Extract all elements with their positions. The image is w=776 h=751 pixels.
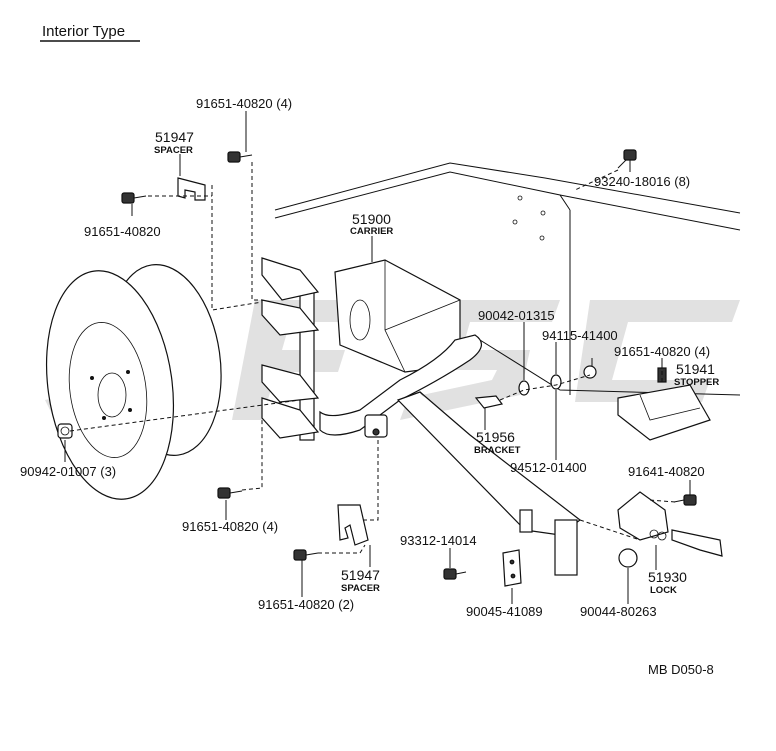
label-bracket: BRACKET — [474, 445, 521, 456]
page-title: Interior Type — [42, 23, 125, 40]
lug-nut — [57, 423, 73, 439]
label-90042-01315: 90042-01315 — [478, 308, 555, 323]
label-carrier: CARRIER — [350, 226, 393, 237]
lock-51930 — [617, 491, 723, 557]
label-90044-80263: 90044-80263 — [580, 604, 657, 619]
label-91651-40820-4-right: 91651-40820 (4) — [614, 344, 710, 359]
label-51947-top: 51947 — [155, 129, 194, 145]
bolt-bottom-left — [217, 487, 243, 499]
label-51941: 51941 — [676, 361, 715, 377]
label-51900: 51900 — [352, 211, 391, 227]
label-spacer-top: SPACER — [154, 145, 193, 156]
diagram-code: MB D050-8 — [648, 662, 714, 677]
label-51930: 51930 — [648, 569, 687, 585]
spacer-top — [177, 177, 206, 201]
clip-94115 — [583, 365, 597, 379]
label-93240-18016-8: 93240-18016 (8) — [594, 174, 690, 189]
nut-94512 — [550, 374, 562, 390]
bolt-91651-2 — [293, 549, 319, 561]
carrier-assembly — [261, 257, 581, 576]
label-93312-14014: 93312-14014 — [400, 533, 477, 548]
part-labels: 91651-40820 (4) 51947 SPACER 91651-40820… — [20, 96, 719, 619]
label-91651-40820-2: 91651-40820 (2) — [258, 597, 354, 612]
bolt-93312 — [443, 568, 467, 580]
label-spacer-bottom: SPACER — [341, 583, 380, 594]
knob-90044 — [618, 548, 638, 568]
label-51947-bottom: 51947 — [341, 567, 380, 583]
label-91651-40820-left: 91651-40820 — [84, 224, 161, 239]
label-90942-01007-3: 90942-01007 (3) — [20, 464, 116, 479]
bracket-51956 — [474, 395, 504, 409]
plate-90045 — [502, 549, 522, 587]
bolt-93240 — [617, 149, 637, 169]
label-91641-40820: 91641-40820 — [628, 464, 705, 479]
label-94115-41400: 94115-41400 — [542, 328, 618, 343]
label-94512-01400: 94512-01400 — [510, 460, 587, 475]
label-51956: 51956 — [476, 429, 515, 445]
spare-tire — [45, 264, 222, 500]
label-90045-41089: 90045-41089 — [466, 604, 543, 619]
assembly-lines — [69, 162, 676, 554]
label-lock: LOCK — [650, 585, 677, 596]
label-91651-40820-4-bottom: 91651-40820 (4) — [182, 519, 278, 534]
washer-90042 — [518, 380, 530, 396]
label-stopper: STOPPER — [674, 377, 719, 388]
leader-lines — [64, 111, 691, 604]
spacer-bottom — [337, 504, 369, 546]
bolt-top — [227, 151, 253, 163]
label-91651-40820-4-top: 91651-40820 (4) — [196, 96, 292, 111]
bolt-91641 — [673, 494, 697, 506]
bolt-left — [121, 192, 147, 204]
